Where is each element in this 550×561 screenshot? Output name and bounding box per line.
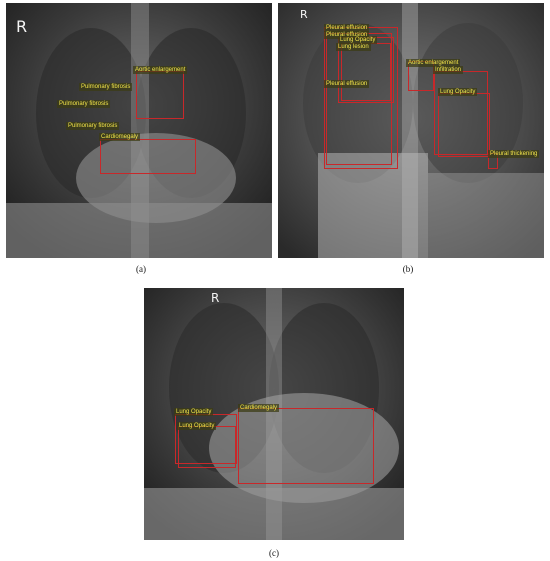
finding-label-pleural-effusion-b: Pleural effusion: [324, 80, 370, 88]
finding-box-lung-opacity-c: [178, 426, 236, 468]
finding-label-pulmonary-fibrosis-a: Pulmonary fibrosis: [79, 83, 133, 91]
finding-box-cardiomegaly-a: [100, 139, 196, 174]
finding-label-pulmonary-fibrosis-a: Pulmonary fibrosis: [66, 122, 120, 130]
orientation-marker-c: R: [211, 291, 220, 305]
finding-label-pulmonary-fibrosis-a: Pulmonary fibrosis: [57, 100, 111, 108]
finding-label-infiltration-b: Infiltration: [433, 66, 464, 74]
finding-box-lung-lesion-b: [341, 43, 391, 101]
finding-label-pleural-thickening-b: Pleural thickening: [488, 150, 540, 158]
finding-label-lung-opacity-c: Lung Opacity: [174, 408, 214, 416]
finding-box-lung-opacity-b: [438, 93, 490, 157]
finding-label-lung-opacity-b: Lung Opacity: [438, 88, 478, 96]
panel-c-xray: R Lung Opacity Cardiomegaly Lung Opacity: [144, 288, 404, 540]
finding-box-aortic-enlargement-a: [136, 71, 184, 119]
panel-b-xray: R Pleural effusion Pleural effusion Lung…: [278, 3, 544, 258]
finding-label-lung-lesion-b: Lung lesion: [336, 43, 371, 51]
orientation-marker-b: R: [300, 8, 308, 21]
caption-c: (c): [269, 548, 279, 558]
finding-label-cardiomegaly-a: Cardiomegaly: [99, 133, 141, 141]
finding-label-aortic-enlargement-b: Aortic enlargement: [406, 59, 461, 67]
finding-label-pleural-effusion-b: Pleural effusion: [324, 31, 370, 39]
chest-xray-image-a: [6, 3, 272, 258]
orientation-marker-a: R: [16, 17, 28, 36]
panel-a-xray: R Aortic enlargement Pulmonary fibrosis …: [6, 3, 272, 258]
finding-label-pleural-effusion-b: Pleural effusion: [324, 24, 370, 32]
finding-box-cardiomegaly-c: [238, 408, 374, 484]
caption-b: (b): [402, 264, 414, 274]
chest-xray-image-c: [144, 288, 404, 540]
finding-label-lung-opacity-b: Lung Opacity: [338, 36, 378, 44]
finding-label-cardiomegaly-c: Cardiomegaly: [238, 404, 280, 412]
chest-xray-image-b: [278, 3, 544, 258]
caption-a: (a): [136, 264, 146, 274]
finding-label-aortic-enlargement-a: Aortic enlargement: [133, 66, 188, 74]
finding-label-lung-opacity-c: Lung Opacity: [177, 422, 217, 430]
